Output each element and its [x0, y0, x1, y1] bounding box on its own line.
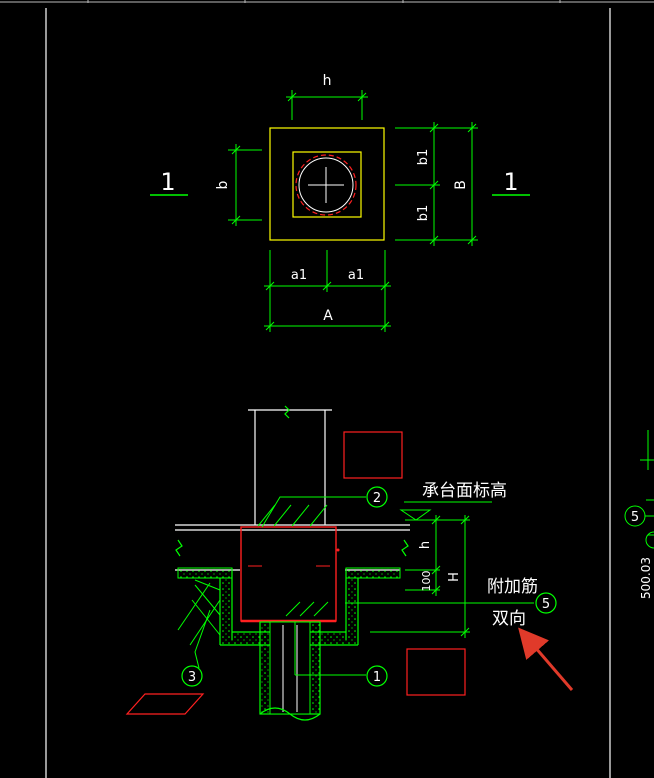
- annotation-arrow: [518, 627, 574, 691]
- section-column: [248, 405, 332, 525]
- section-view: h 100 H 承台面标高 附加筋 双向 2 5 3 1: [125, 405, 574, 721]
- label-two-way: 双向: [492, 609, 526, 629]
- plan-view: h b b1 b1 B: [150, 73, 530, 332]
- plan-cap-outline: [269, 127, 385, 241]
- dim-label-A: A: [323, 308, 333, 324]
- plan-pile-circle: [295, 154, 357, 216]
- red-marker-box-top: [343, 431, 403, 479]
- cap-rebar-cage: [240, 526, 337, 622]
- svg-text:5: 5: [542, 597, 550, 612]
- side-text-500: 500.03: [639, 557, 653, 599]
- dim-b1-right: [395, 122, 478, 246]
- dim-label-b1-bottom: b1: [416, 205, 431, 222]
- elevation-dims: [370, 501, 492, 638]
- dim-a1-bottom: [264, 250, 391, 332]
- svg-text:1: 1: [373, 670, 381, 685]
- cushion-right: [345, 567, 401, 579]
- dim-label-a1-left: a1: [291, 268, 307, 283]
- soil-hatch-left: [177, 579, 221, 646]
- side-partial-view: 5 500.03: [624, 430, 654, 599]
- dim-label-B: B: [453, 180, 469, 190]
- svg-text:2: 2: [373, 491, 381, 506]
- cushion-left: [177, 567, 233, 579]
- section-pile: [259, 621, 321, 721]
- dim-label-a1-right: a1: [348, 268, 364, 283]
- label-dim-h-section: h: [418, 541, 433, 549]
- section-mark-left: 1: [160, 168, 175, 196]
- dim-label-h: h: [323, 73, 332, 89]
- dim-h-top: [286, 90, 368, 120]
- callout-2: 2: [366, 486, 388, 508]
- label-dim-H: H: [447, 572, 462, 582]
- red-parallelogram: [125, 693, 205, 715]
- callout-3: 3: [181, 665, 203, 687]
- side-callout-5: 5: [631, 510, 639, 525]
- plan-column-outline: [292, 151, 362, 218]
- plan-pile-inner: [298, 157, 354, 213]
- callout-5: 5: [535, 592, 557, 614]
- section-mark-right: 1: [503, 168, 518, 196]
- red-marker-box-bottom: [406, 648, 466, 696]
- label-cap-top-elevation: 承台面标高: [422, 481, 507, 501]
- callout-1: 1: [366, 665, 388, 687]
- section-slab: [175, 524, 410, 571]
- dim-label-b: b: [215, 180, 231, 189]
- leader-lines: [194, 496, 534, 676]
- label-dim-100: 100: [420, 571, 433, 592]
- dim-label-b1-top: b1: [416, 149, 431, 166]
- dim-b-left: [228, 144, 262, 226]
- svg-text:3: 3: [188, 670, 196, 685]
- label-additional-rebar: 附加筋: [487, 577, 538, 597]
